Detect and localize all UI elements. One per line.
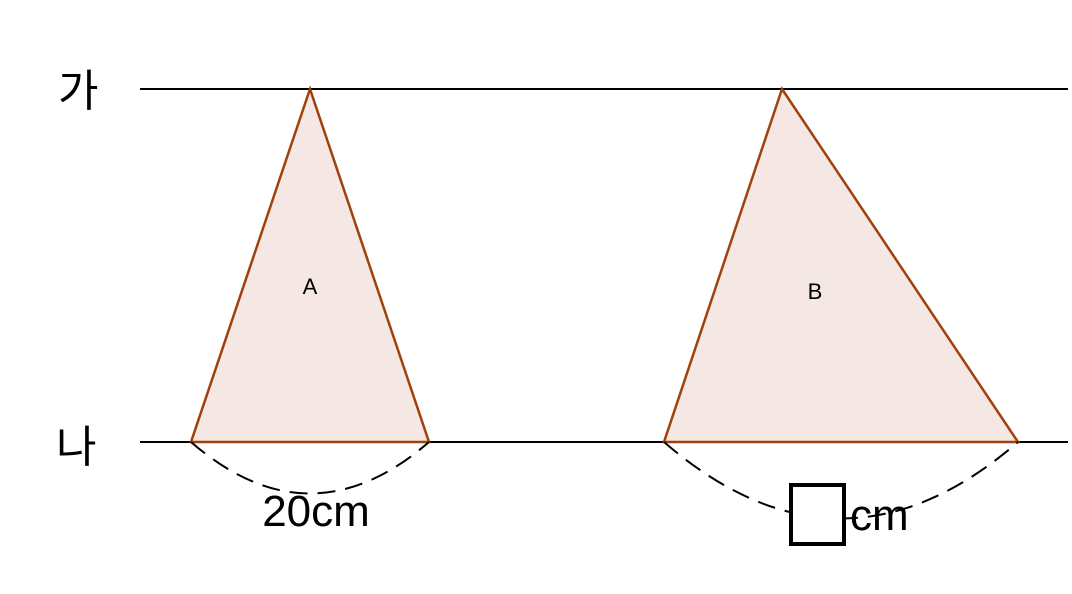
triangle-b-base-unit: cm	[850, 491, 909, 540]
triangle-a	[189, 85, 431, 444]
answer-box	[789, 483, 846, 546]
triangle-b	[662, 86, 1021, 444]
triangle-b-label: B	[808, 279, 823, 304]
triangle-a-label: A	[303, 274, 318, 299]
line-ga-label: 가	[58, 66, 98, 117]
triangle-a-base-measure: 20cm	[262, 487, 370, 536]
line-na-label: 나	[56, 422, 96, 473]
triangle-a-base-arc	[190, 441, 430, 495]
